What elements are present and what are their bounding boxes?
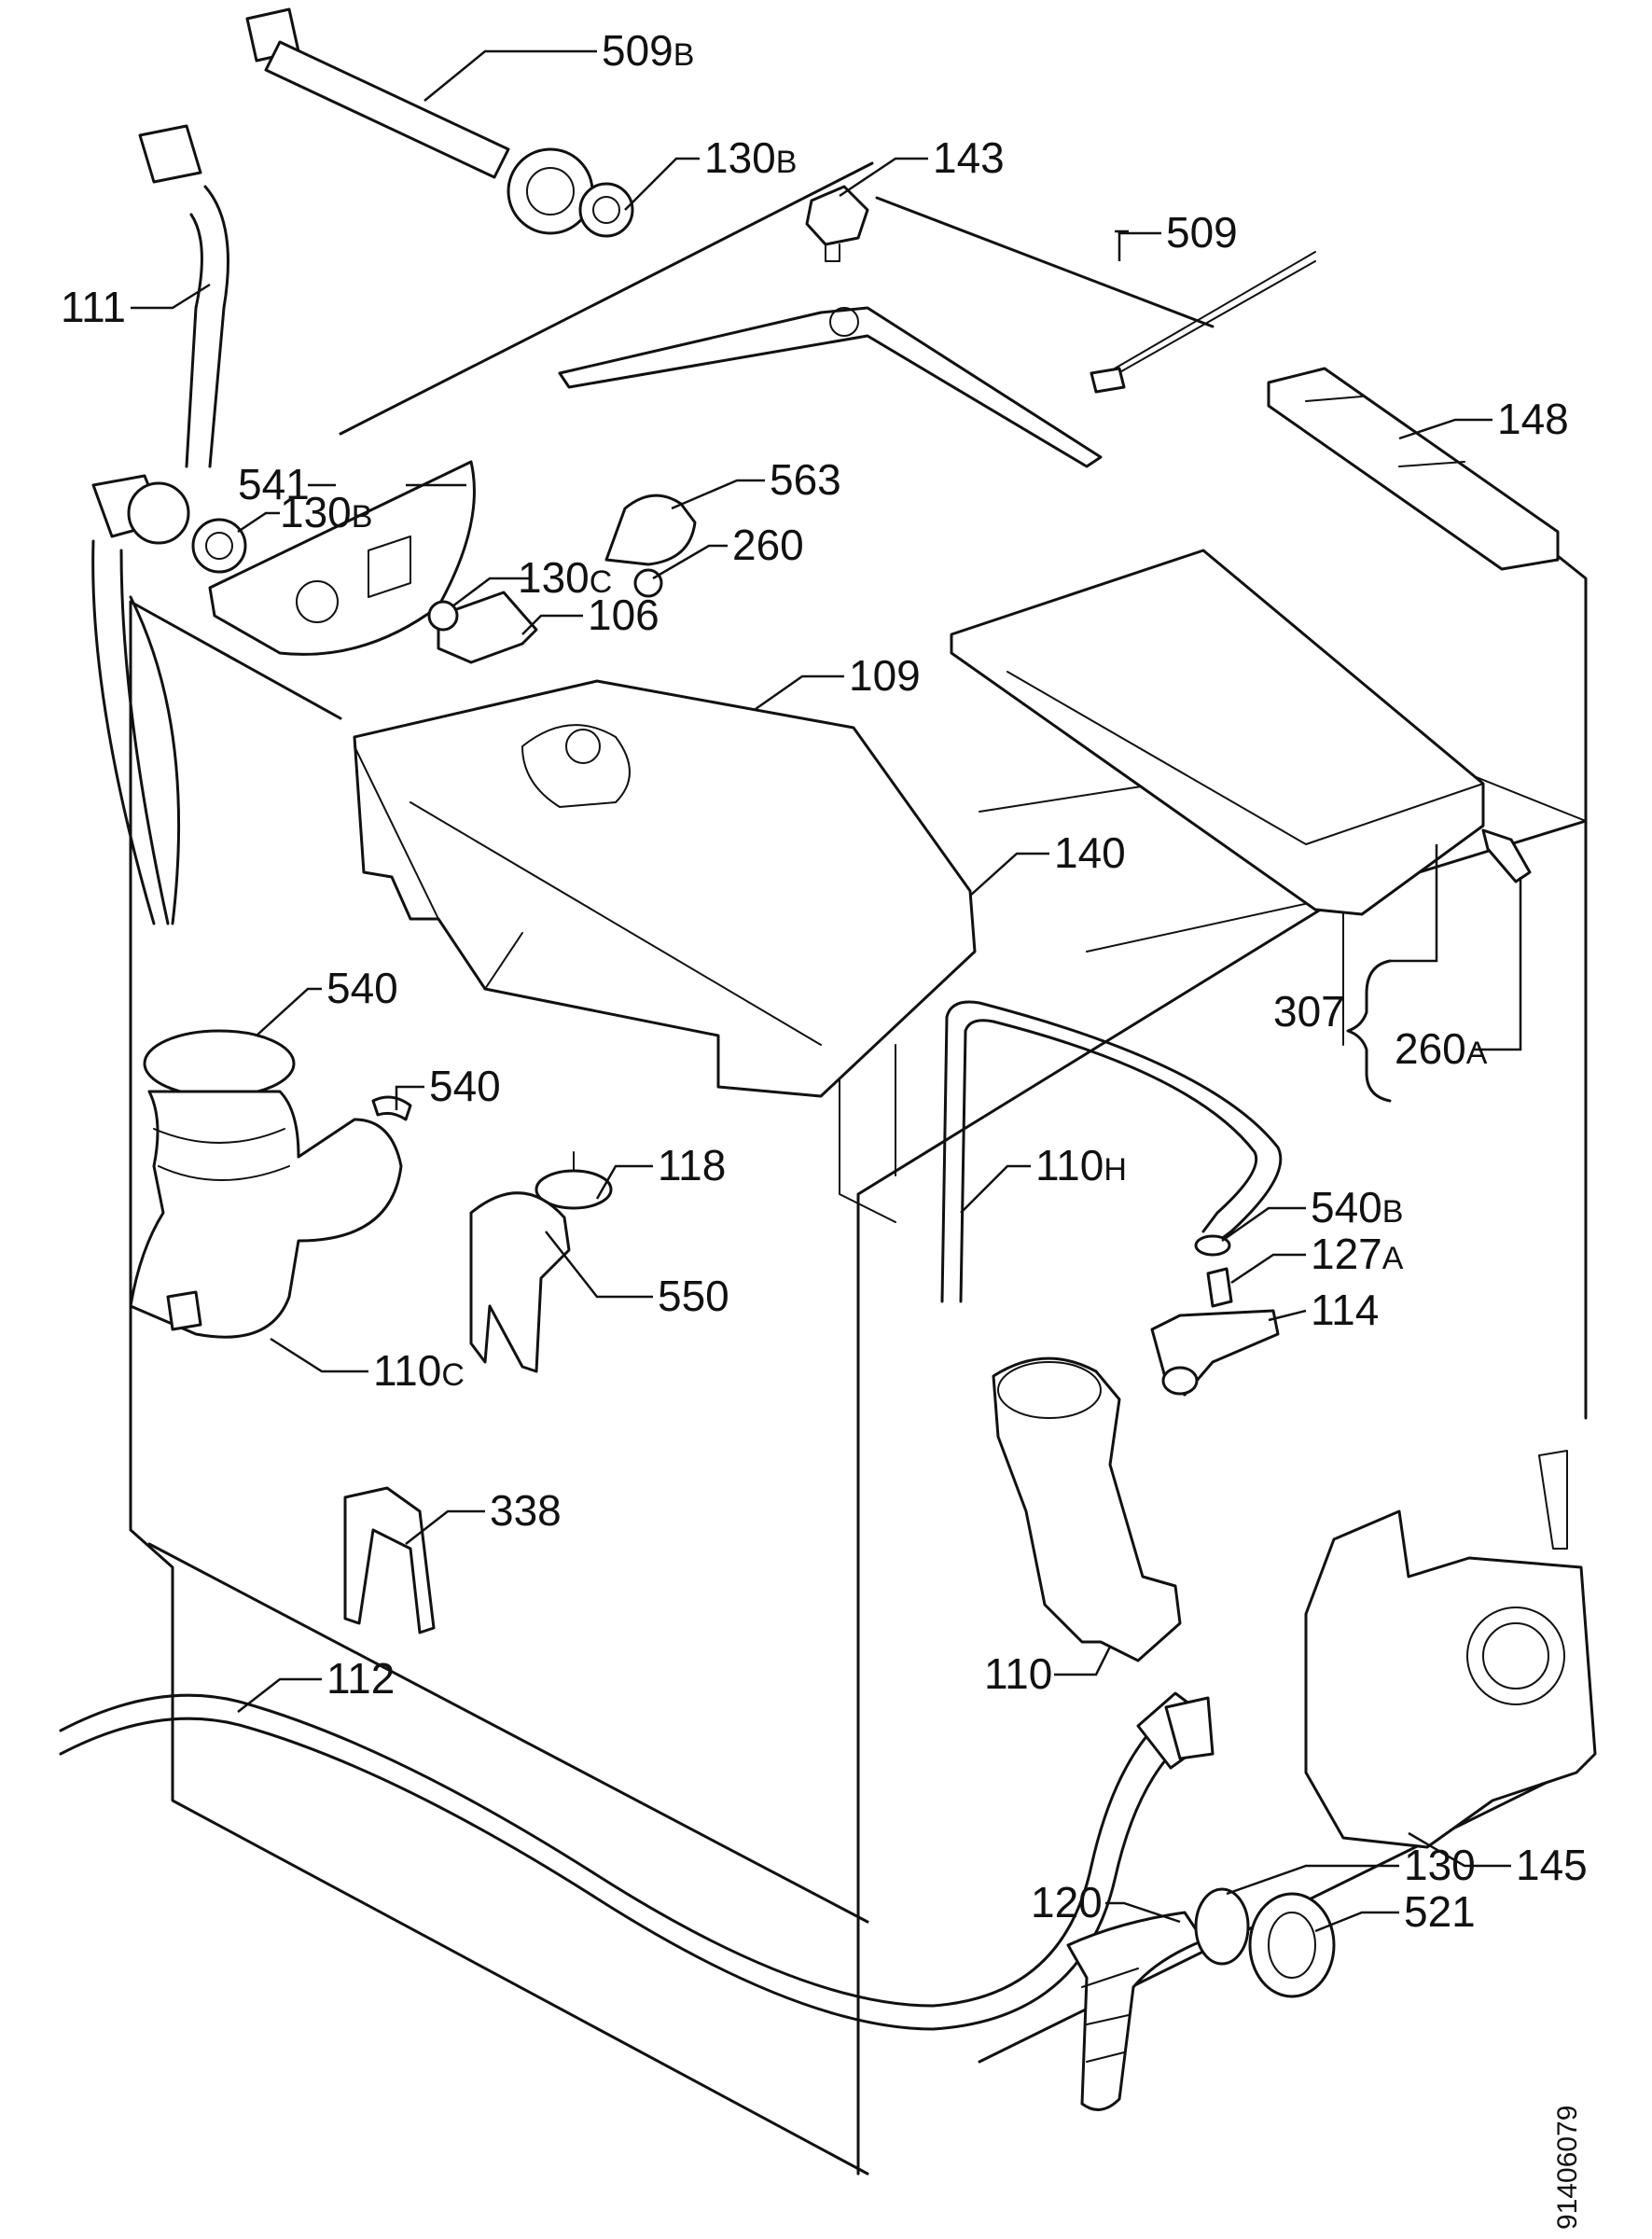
label-540b: 540B	[1311, 1183, 1403, 1231]
clamp-540b	[371, 1095, 412, 1121]
label-118: 118	[658, 1141, 726, 1189]
label-106: 106	[588, 591, 659, 639]
seal-130b-top	[578, 182, 634, 238]
label-112: 112	[326, 1654, 395, 1703]
label-509: 509	[1166, 208, 1238, 257]
lever-509	[558, 251, 1316, 468]
inlet-hose-111	[91, 124, 229, 925]
drawing-code: 91406079	[1552, 2106, 1583, 2230]
pump-145	[1304, 1450, 1597, 1849]
clip-338	[343, 1486, 436, 1634]
label-563: 563	[770, 455, 841, 504]
label-145: 145	[1516, 1841, 1588, 1889]
label-338: 338	[490, 1486, 562, 1535]
label-540-b: 540	[429, 1062, 501, 1110]
label-541: 541	[238, 460, 310, 508]
label-550: 550	[658, 1272, 729, 1320]
label-260: 260	[732, 521, 804, 569]
part-labels: 509B 130B 143 509 111 148 541 130B 563 2…	[61, 26, 1588, 1936]
bellows-110	[992, 1356, 1182, 1662]
label-110c: 110C	[373, 1346, 465, 1395]
knob-118	[534, 1151, 613, 1210]
label-521: 521	[1404, 1887, 1476, 1936]
label-110h: 110H	[1035, 1141, 1127, 1189]
clamp-540b-small	[1194, 1234, 1231, 1257]
inlet-hose-509b	[245, 7, 594, 235]
sump-hose-110c	[129, 1090, 403, 1339]
label-140: 140	[1054, 828, 1126, 877]
label-148: 148	[1497, 395, 1569, 443]
strap-550	[469, 1191, 571, 1373]
dispenser-housing-109	[353, 679, 977, 1098]
dispenser-drawer	[950, 549, 1485, 916]
nozzle-127a	[1206, 1267, 1233, 1308]
label-130: 130	[1404, 1841, 1476, 1889]
label-130b-top: 130B	[704, 133, 797, 182]
brace-307	[1346, 959, 1392, 1103]
label-540-a: 540	[326, 964, 398, 1012]
seal-130	[1194, 1887, 1250, 1966]
clip-260a	[1481, 828, 1532, 883]
seal-130b-mid	[191, 518, 247, 574]
cap-521	[1248, 1892, 1336, 1998]
label-120: 120	[1031, 1878, 1103, 1926]
label-130b-mid: 130B	[280, 488, 372, 536]
label-127a: 127A	[1311, 1230, 1404, 1278]
label-260a: 260A	[1395, 1024, 1488, 1073]
clamp-540a	[143, 1029, 296, 1098]
label-111: 111	[61, 283, 126, 331]
leader-lines	[131, 49, 1522, 1933]
hose-110h	[940, 1000, 1283, 1303]
plate-563	[604, 494, 697, 566]
handle-148	[1267, 367, 1560, 571]
drain-hose-112	[59, 1691, 1215, 2031]
label-509b: 509B	[602, 26, 694, 75]
label-143: 143	[933, 133, 1005, 182]
valve-114	[1150, 1309, 1280, 1397]
knob-143	[805, 185, 869, 262]
label-114: 114	[1311, 1286, 1379, 1334]
label-110: 110	[984, 1649, 1052, 1698]
label-130c: 130C	[518, 553, 612, 602]
filter-120	[1066, 1911, 1205, 2111]
label-307: 307	[1273, 987, 1345, 1036]
valve-106	[427, 591, 538, 664]
label-109: 109	[849, 651, 921, 700]
